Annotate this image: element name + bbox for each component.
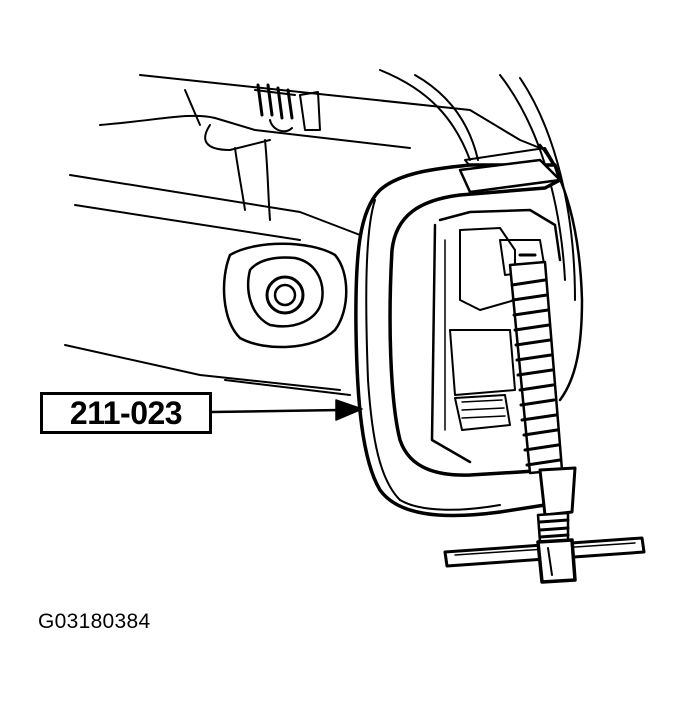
clamp-screw [508,260,564,475]
tool-number-callout: 211-023 [40,392,212,434]
clamp-frame [354,163,562,518]
figure-id-label: G03180384 [38,610,151,633]
bushing-housing [222,242,348,349]
callout-arrow [210,399,363,421]
t-handle [443,536,646,584]
tool-number-label: 211-023 [69,394,183,431]
lower-frame-lines [64,344,351,396]
c-clamp-tool [354,158,646,584]
suspension-arm [69,74,546,241]
